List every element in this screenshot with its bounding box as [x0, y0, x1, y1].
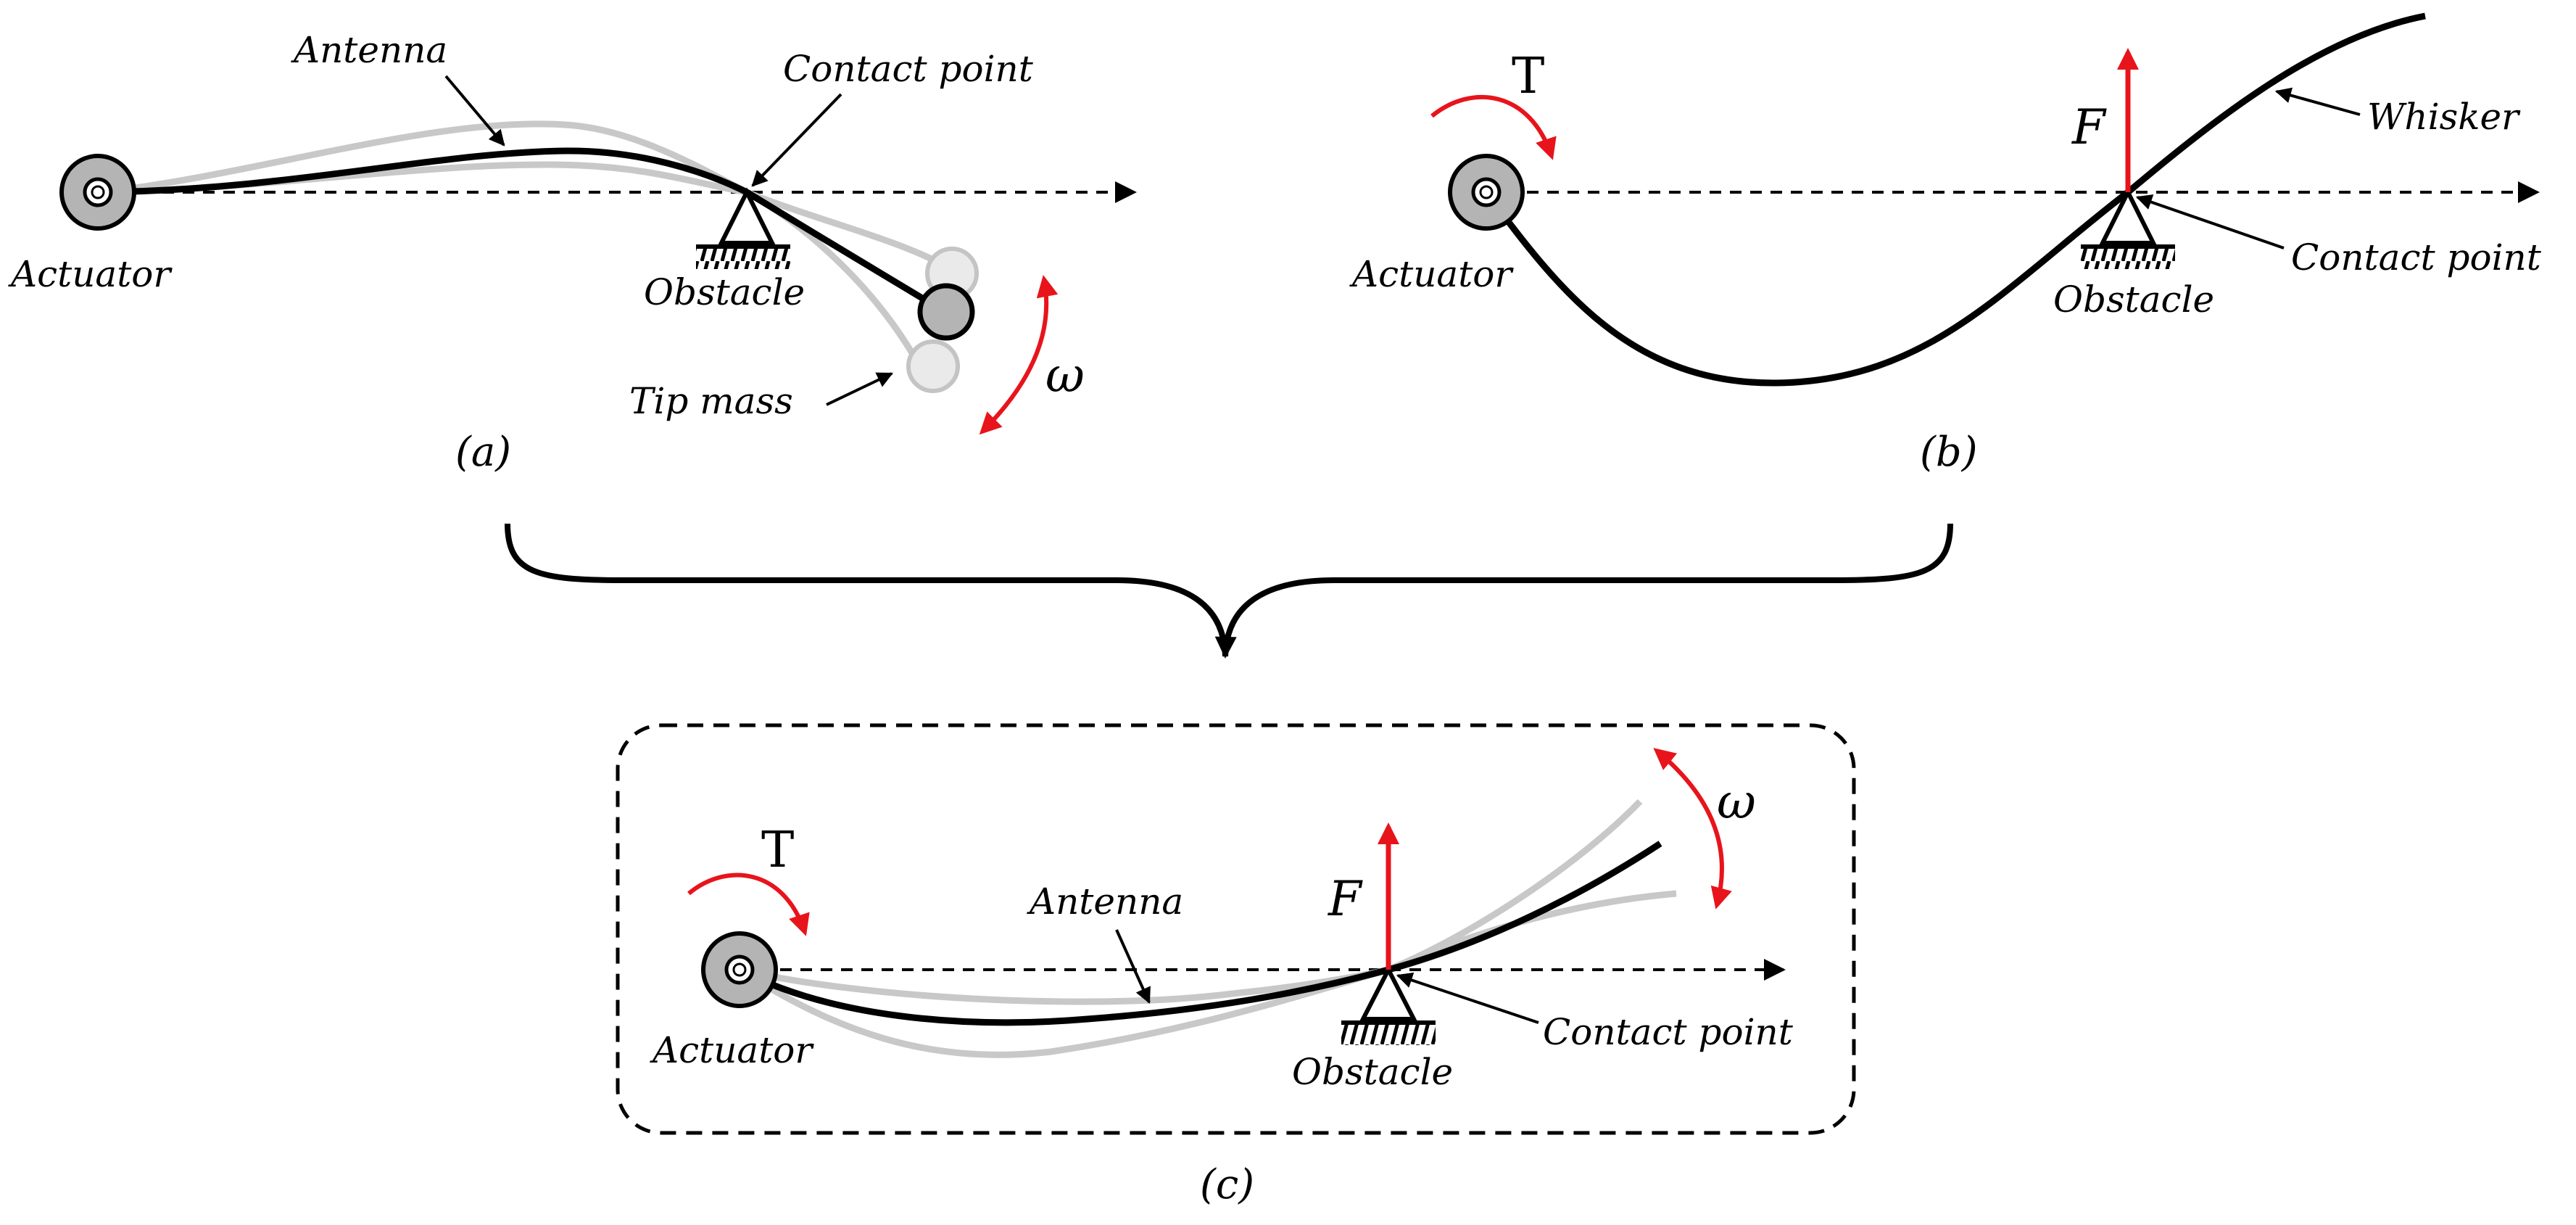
antenna-ghost-lower	[737, 890, 1677, 1058]
contact-point-leader	[2135, 194, 2285, 249]
contact-point-label: Contact point	[783, 48, 1034, 90]
panel-c-frame	[616, 723, 1856, 1135]
actuator-label: Actuator	[650, 1029, 814, 1071]
omega-label: ω	[1717, 774, 1756, 830]
contact-point-leader	[751, 93, 842, 187]
caption-b: (b)	[1920, 429, 1978, 476]
antenna-label: Antenna	[1027, 880, 1183, 923]
contact-point-label: Contact point	[2291, 236, 2542, 279]
obstacle-label: Obstacle	[644, 271, 805, 313]
panel-b: T F Whisker Actuator Contact point Obsta…	[1349, 12, 2542, 476]
force-label: F	[1328, 871, 1363, 927]
panel-c: T Antenna F ω Actuator Contact point Obs…	[616, 723, 1856, 1208]
caption-a: (a)	[455, 429, 511, 476]
torque-label: T	[1512, 48, 1544, 105]
tip-mass-leader	[826, 372, 893, 406]
whisker-beam	[1483, 12, 2426, 387]
antenna-ghost-upper	[101, 120, 952, 271]
merge-brace	[505, 523, 1953, 656]
omega-arrow	[1653, 748, 1732, 910]
torque-arrow	[687, 873, 810, 936]
actuator-label: Actuator	[8, 253, 173, 295]
caption-c: (c)	[1200, 1161, 1254, 1208]
omega-arrow	[979, 275, 1059, 435]
torque-arrow	[1430, 94, 1557, 160]
tip-mass	[917, 283, 975, 341]
contact-point-leader	[1396, 972, 1539, 1024]
obstacle-support	[696, 187, 790, 269]
actuator-label: Actuator	[1349, 253, 1514, 295]
obstacle-support	[2081, 187, 2175, 269]
antenna-beam	[737, 841, 1662, 1026]
torque-label: T	[761, 822, 794, 879]
antenna-beam	[101, 147, 945, 313]
contact-point-label: Contact point	[1543, 1011, 1794, 1053]
whisker-leader	[2274, 87, 2361, 116]
whisker-label: Whisker	[2367, 96, 2521, 138]
antenna-leader	[1115, 929, 1151, 1005]
panel-a: Antenna Contact point Actuator Obstacle …	[8, 29, 1137, 476]
obstacle-label: Obstacle	[1292, 1051, 1453, 1093]
actuator-hub	[59, 154, 136, 231]
antenna-ghost-upper	[738, 799, 1643, 1005]
force-label: F	[2071, 99, 2107, 155]
antenna-leader	[444, 75, 505, 147]
actuator-hub	[1448, 154, 1525, 231]
tip-mass-ghost-lower	[906, 339, 960, 393]
tip-mass-label: Tip mass	[629, 380, 793, 422]
actuator-hub	[701, 931, 778, 1008]
obstacle-label: Obstacle	[2053, 279, 2214, 321]
antenna-label: Antenna	[291, 29, 447, 71]
omega-label: ω	[1045, 347, 1085, 403]
obstacle-support	[1341, 965, 1436, 1045]
